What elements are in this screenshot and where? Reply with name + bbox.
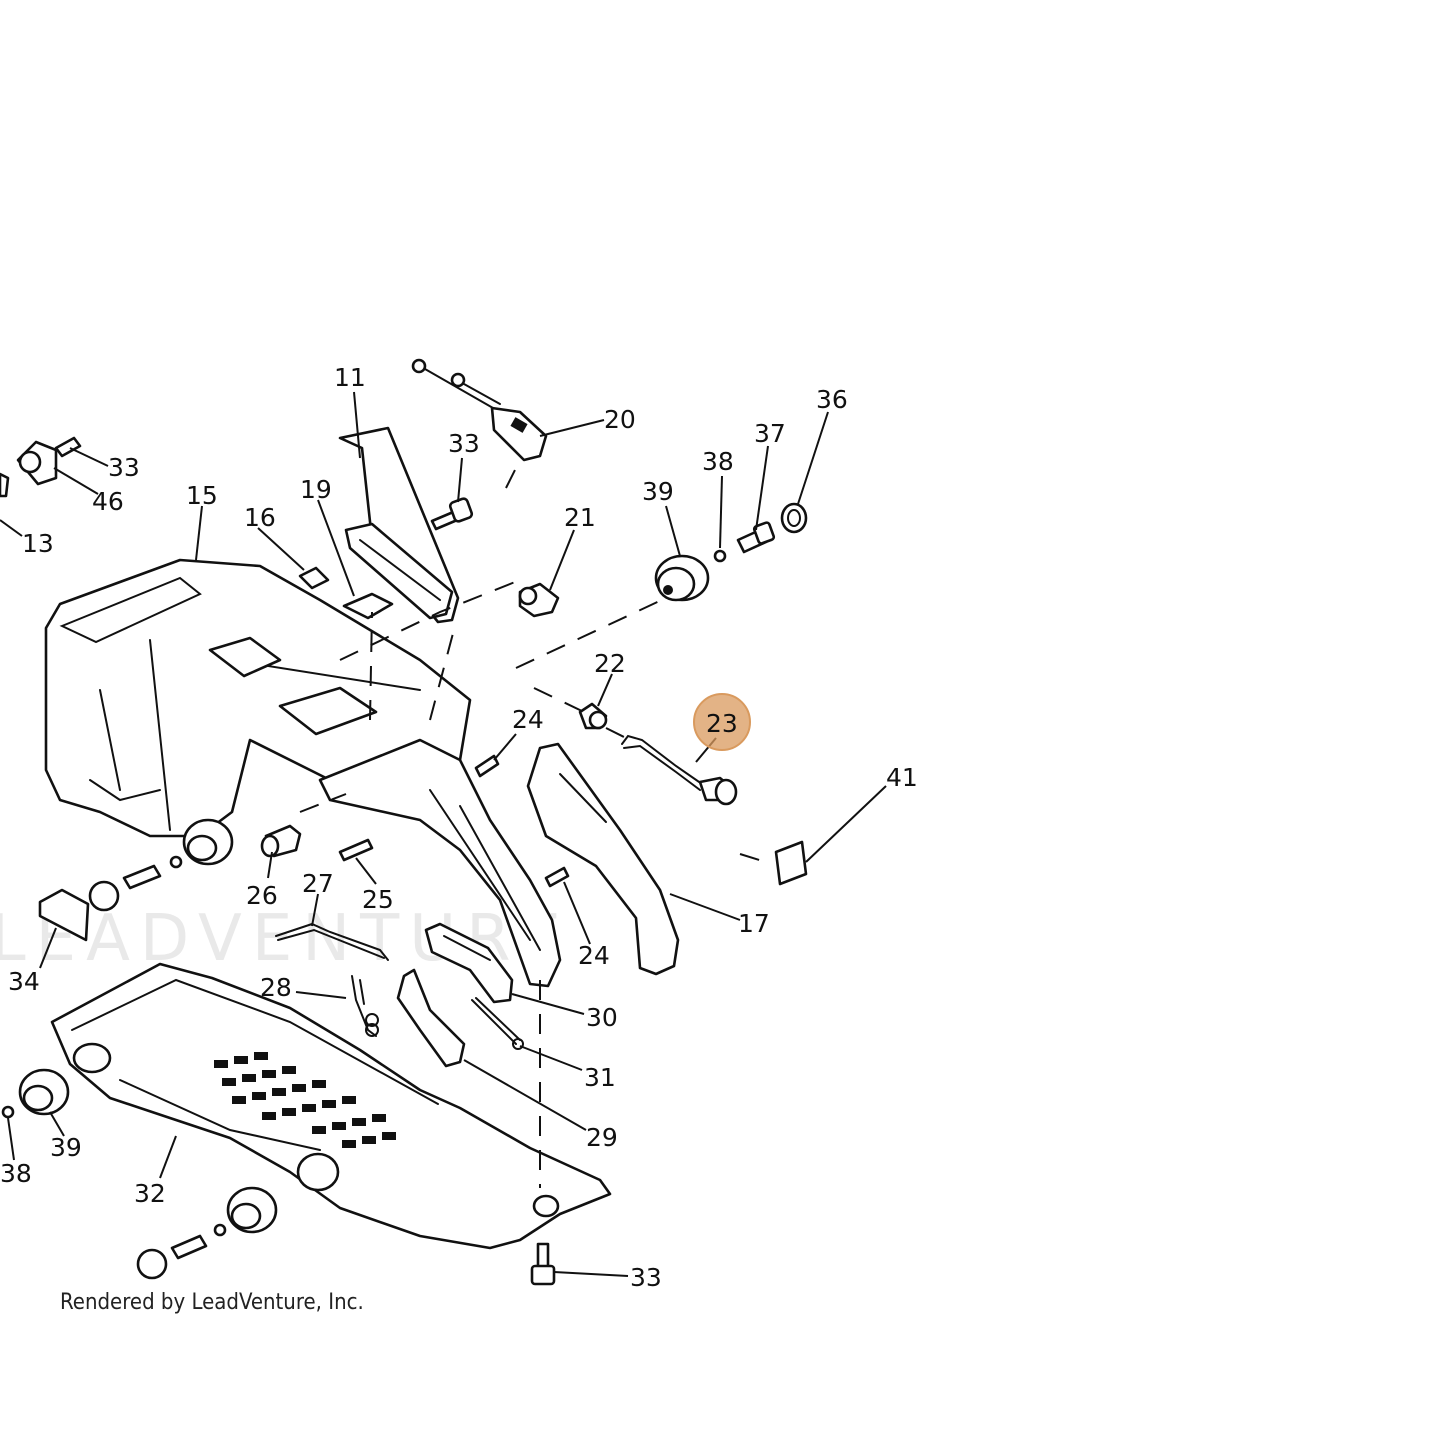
- part-29-lockout-lever[interactable]: [396, 968, 466, 1068]
- part-38-washer-lower[interactable]: [1, 1105, 15, 1119]
- alignment-lines: [299, 459, 773, 1188]
- callout-33-b[interactable]: 33: [108, 453, 140, 482]
- callout-13[interactable]: 13: [22, 529, 54, 558]
- part-34-cap[interactable]: [38, 888, 90, 942]
- callout-26[interactable]: 26: [246, 881, 278, 910]
- rear-handle-body: [318, 738, 562, 988]
- callout-28[interactable]: 28: [260, 973, 292, 1002]
- callout-21[interactable]: 21: [564, 503, 596, 532]
- part-39-rubber-mount-lower[interactable]: [18, 1068, 70, 1116]
- callout-23[interactable]: 23: [706, 709, 738, 738]
- vent-grid: [214, 1052, 396, 1148]
- rubber-mount-left-set: [88, 818, 234, 912]
- part-11-handle-bracket[interactable]: [338, 426, 460, 624]
- part-46-mount-washer[interactable]: [16, 436, 82, 486]
- part-33-bolt-top[interactable]: [430, 497, 474, 531]
- callout-24-b[interactable]: 24: [578, 941, 610, 970]
- part-26-fitting[interactable]: [260, 824, 302, 858]
- callout-20[interactable]: 20: [604, 405, 636, 434]
- callout-38-a[interactable]: 38: [702, 447, 734, 476]
- callout-39-a[interactable]: 39: [642, 477, 674, 506]
- part-22-bushing[interactable]: [578, 702, 608, 730]
- part-24-spring-upper[interactable]: [474, 754, 500, 778]
- part-36-cap[interactable]: [780, 502, 808, 534]
- part-31-spring[interactable]: [471, 997, 524, 1050]
- part-25-pin[interactable]: [338, 838, 374, 862]
- callout-29[interactable]: 29: [586, 1123, 618, 1152]
- callout-41[interactable]: 41: [886, 763, 918, 792]
- part-17-handle-cover[interactable]: [526, 742, 680, 976]
- part-38-washer-upper[interactable]: [713, 549, 727, 563]
- callout-23-highlight: [693, 693, 751, 751]
- callout-16[interactable]: 16: [244, 503, 276, 532]
- part-16-clip[interactable]: [298, 566, 330, 590]
- part-32-bottom-chassis[interactable]: [50, 962, 612, 1250]
- callout-11[interactable]: 11: [334, 363, 366, 392]
- part-41-label[interactable]: [774, 840, 808, 886]
- rubber-mount-bottom-set: [136, 1186, 278, 1280]
- part-28-coil-spring[interactable]: [351, 975, 379, 1037]
- part-33-bolt-bottom[interactable]: [530, 1242, 556, 1286]
- callout-36[interactable]: 36: [816, 385, 848, 414]
- part-27-wire-spring[interactable]: [275, 922, 389, 961]
- part-37-pin[interactable]: [736, 521, 776, 554]
- callout-38-b[interactable]: 38: [0, 1159, 32, 1188]
- callout-31[interactable]: 31: [584, 1063, 616, 1092]
- part-20-switch-cable[interactable]: [411, 358, 548, 462]
- callout-34[interactable]: 34: [8, 967, 40, 996]
- callout-22[interactable]: 22: [594, 649, 626, 678]
- callout-labels: 11 20 36 33 33 33 37 38 38 39 39 46 15 1…: [0, 363, 918, 1292]
- part-21-mount-boss[interactable]: [518, 582, 560, 618]
- callout-33-a[interactable]: 33: [448, 429, 480, 458]
- callout-37[interactable]: 37: [754, 419, 786, 448]
- callout-19[interactable]: 19: [300, 475, 332, 504]
- part-24-spring-lower[interactable]: [544, 866, 570, 888]
- callout-15[interactable]: 15: [186, 481, 218, 510]
- part-23-throttle-rod[interactable]: [621, 734, 738, 806]
- credit-text: Rendered by LeadVenture, Inc.: [60, 1290, 364, 1315]
- part-30-trigger[interactable]: [424, 922, 514, 1004]
- part-13-mount-left[interactable]: [0, 472, 10, 498]
- part-19-pad[interactable]: [342, 592, 394, 620]
- callout-33-c[interactable]: 33: [630, 1263, 662, 1292]
- leader-lines: [0, 391, 887, 1277]
- callout-30[interactable]: 30: [586, 1003, 618, 1032]
- callout-17[interactable]: 17: [738, 909, 770, 938]
- callout-25[interactable]: 25: [362, 885, 394, 914]
- callout-27[interactable]: 27: [302, 869, 334, 898]
- callout-46[interactable]: 46: [92, 487, 124, 516]
- callout-24-a[interactable]: 24: [512, 705, 544, 734]
- callout-32[interactable]: 32: [134, 1179, 166, 1208]
- part-39-rubber-mount-upper[interactable]: [654, 554, 710, 602]
- callout-39-b[interactable]: 39: [50, 1133, 82, 1162]
